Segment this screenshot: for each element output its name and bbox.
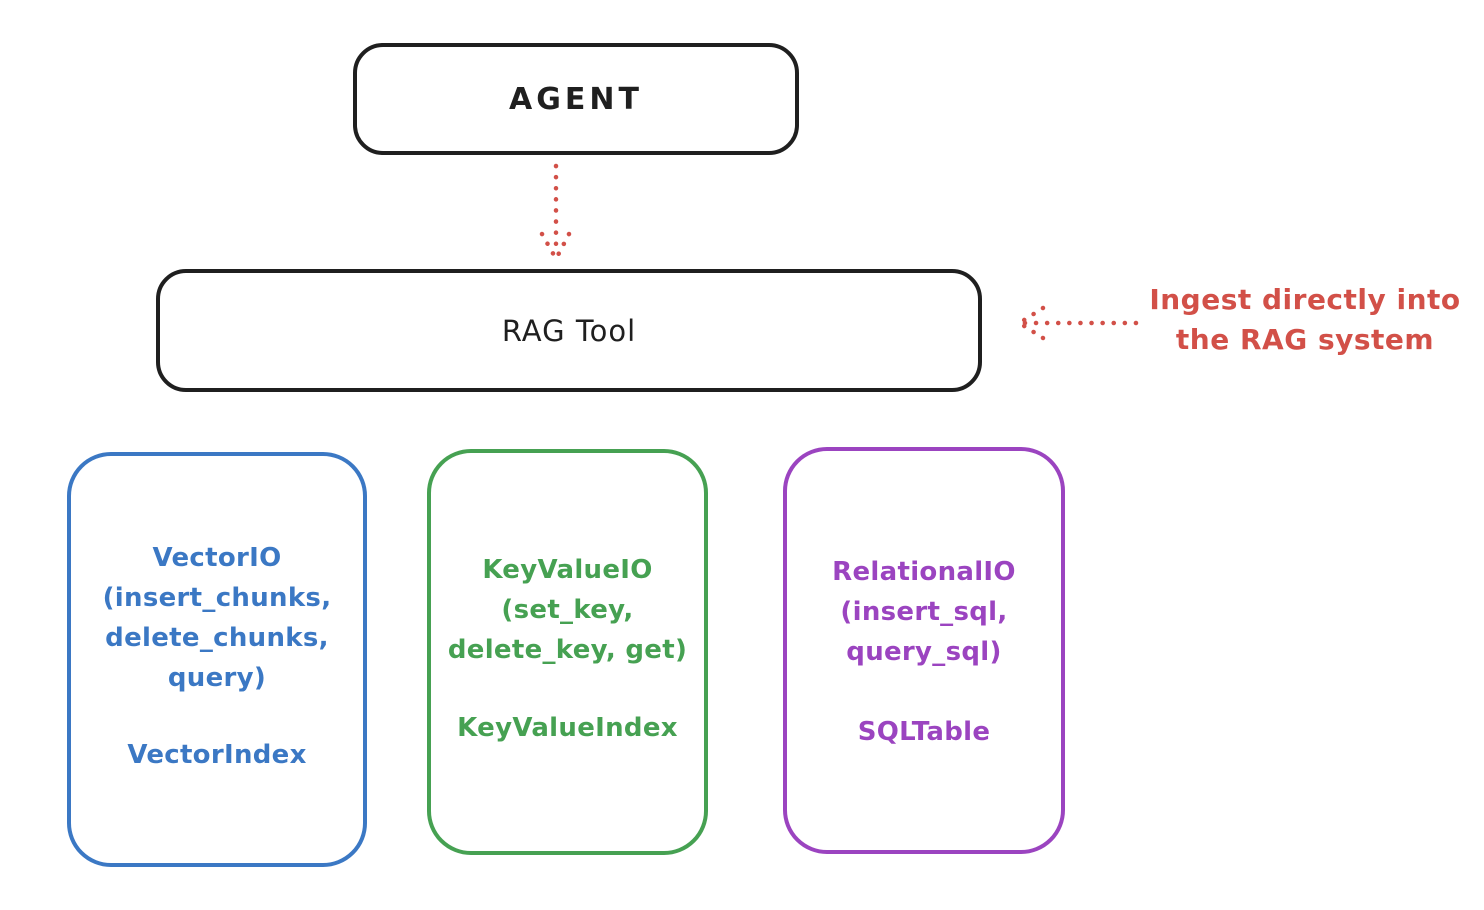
keyvalue-io-title: KeyValueIO (set_key, delete_key, get): [431, 550, 704, 670]
ingest-annotation-line1: Ingest directly into: [1149, 283, 1461, 316]
keyvalue-io-line1: KeyValueIO: [482, 555, 653, 585]
rag-tool-node-label: RAG Tool: [501, 313, 637, 348]
vector-io-line4: query): [167, 663, 267, 693]
relational-io-line2: (insert_sql,: [840, 597, 1008, 627]
vector-io-line2: (insert_chunks,: [102, 583, 332, 613]
keyvalue-io-node: KeyValueIO (set_key, delete_key, get) Ke…: [427, 449, 708, 855]
agent-node: AGENT: [353, 43, 799, 155]
ingest-annotation: Ingest directly into the RAG system: [1130, 280, 1480, 360]
rag-tool-node: RAG Tool: [156, 269, 982, 392]
sql-table-label: SQLTable: [857, 717, 991, 747]
agent-to-ragtool-arrow-icon: [539, 163, 572, 260]
keyvalue-io-line2: (set_key,: [501, 595, 634, 625]
relational-io-node: RelationalIO (insert_sql, query_sql) SQL…: [783, 447, 1065, 854]
vector-io-line1: VectorIO: [152, 543, 282, 573]
relational-io-title: RelationalIO (insert_sql, query_sql): [787, 552, 1061, 672]
relational-io-line1: RelationalIO: [832, 557, 1016, 587]
keyvalue-index-label: KeyValueIndex: [457, 713, 678, 743]
vector-io-title: VectorIO (insert_chunks, delete_chunks, …: [71, 538, 363, 698]
ingest-annotation-line2: the RAG system: [1175, 323, 1435, 356]
vector-index-label: VectorIndex: [127, 740, 307, 770]
relational-io-line3: query_sql): [846, 637, 1002, 667]
agent-node-label: AGENT: [509, 81, 643, 117]
vector-io-line3: delete_chunks,: [105, 623, 329, 653]
keyvalue-io-line3: delete_key, get): [447, 635, 688, 665]
annotation-to-ragtool-arrow-icon: [1018, 305, 1139, 341]
vector-io-node: VectorIO (insert_chunks, delete_chunks, …: [67, 452, 367, 867]
